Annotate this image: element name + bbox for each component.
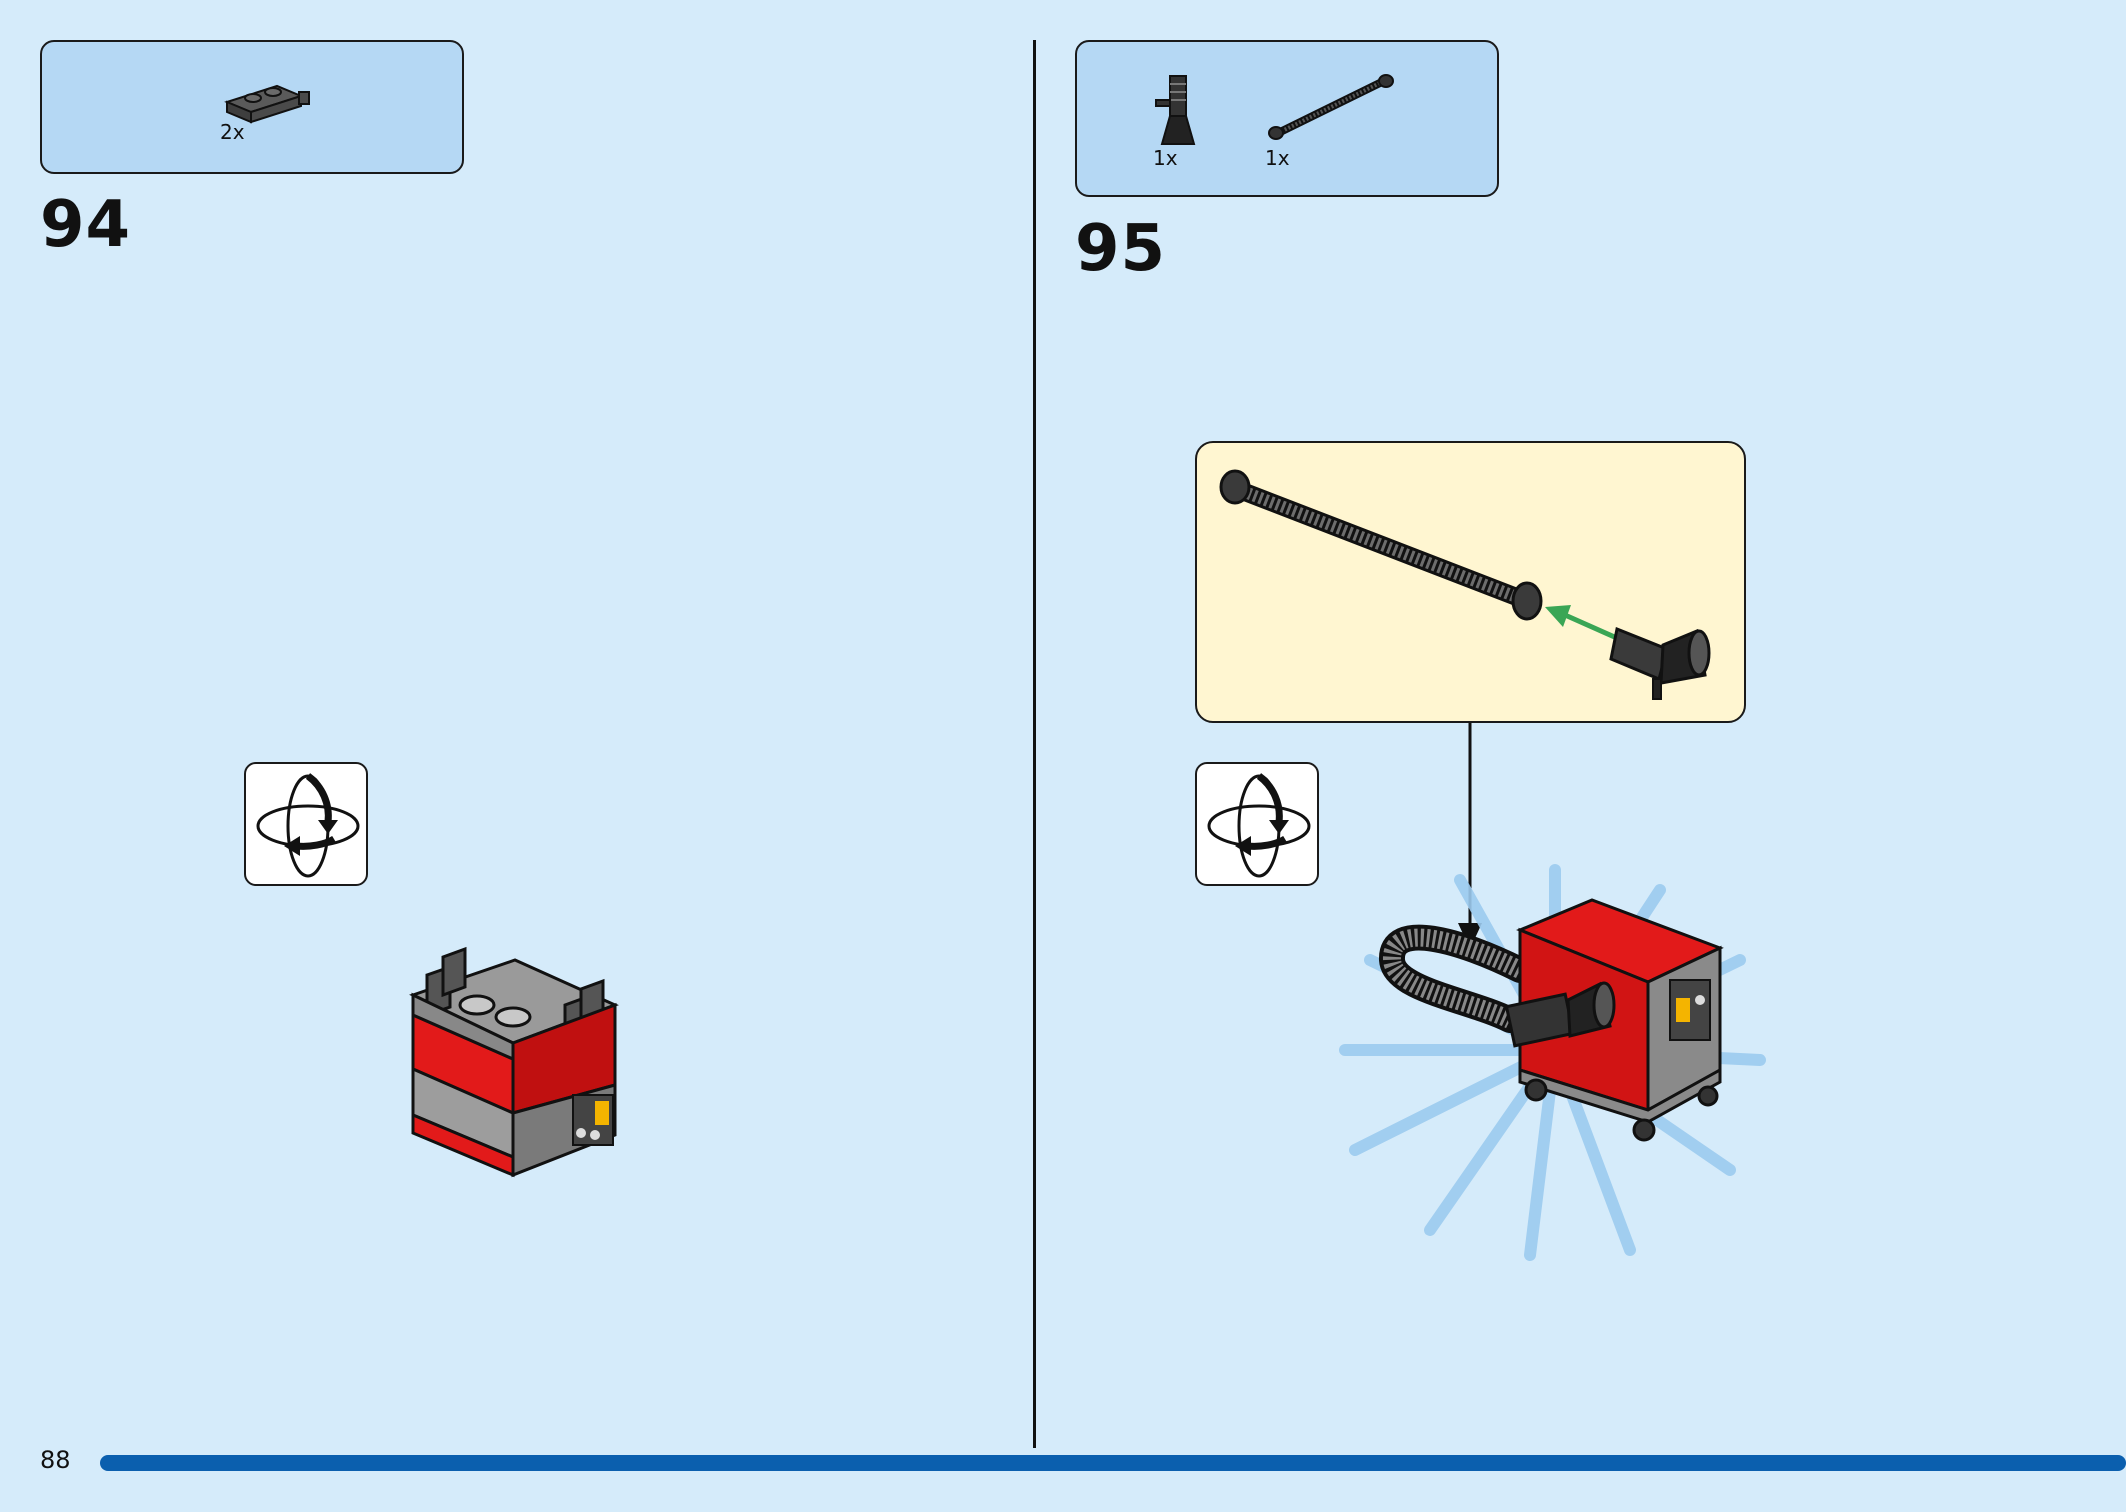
parts-box-step-94: 2x [40, 40, 464, 174]
step-number: 95 [1075, 212, 1167, 286]
sub-assembly-callout [1195, 441, 1746, 723]
flexible-hose-part-icon [1268, 74, 1394, 140]
nozzle-part-icon [1155, 75, 1196, 145]
page-divider [1033, 40, 1036, 1448]
step-number: 94 [40, 188, 132, 262]
page-number: 88 [40, 1446, 71, 1474]
page-progress-bar [100, 1455, 2126, 1471]
model-assembly-step-95 [1339, 864, 1766, 1261]
part-qty: 2x [220, 120, 245, 144]
rotate-model-icon [1195, 762, 1319, 886]
part-qty: 1x [1153, 146, 1178, 170]
model-assembly-step-94 [409, 946, 619, 1178]
part-qty: 1x [1265, 146, 1290, 170]
parts-box-step-95: 1x 1x [1075, 40, 1499, 197]
hose-and-nozzle-subassembly [1219, 469, 1711, 700]
rotate-model-icon [244, 762, 368, 886]
dark-gray-plate-clip-part-icon [224, 84, 310, 124]
